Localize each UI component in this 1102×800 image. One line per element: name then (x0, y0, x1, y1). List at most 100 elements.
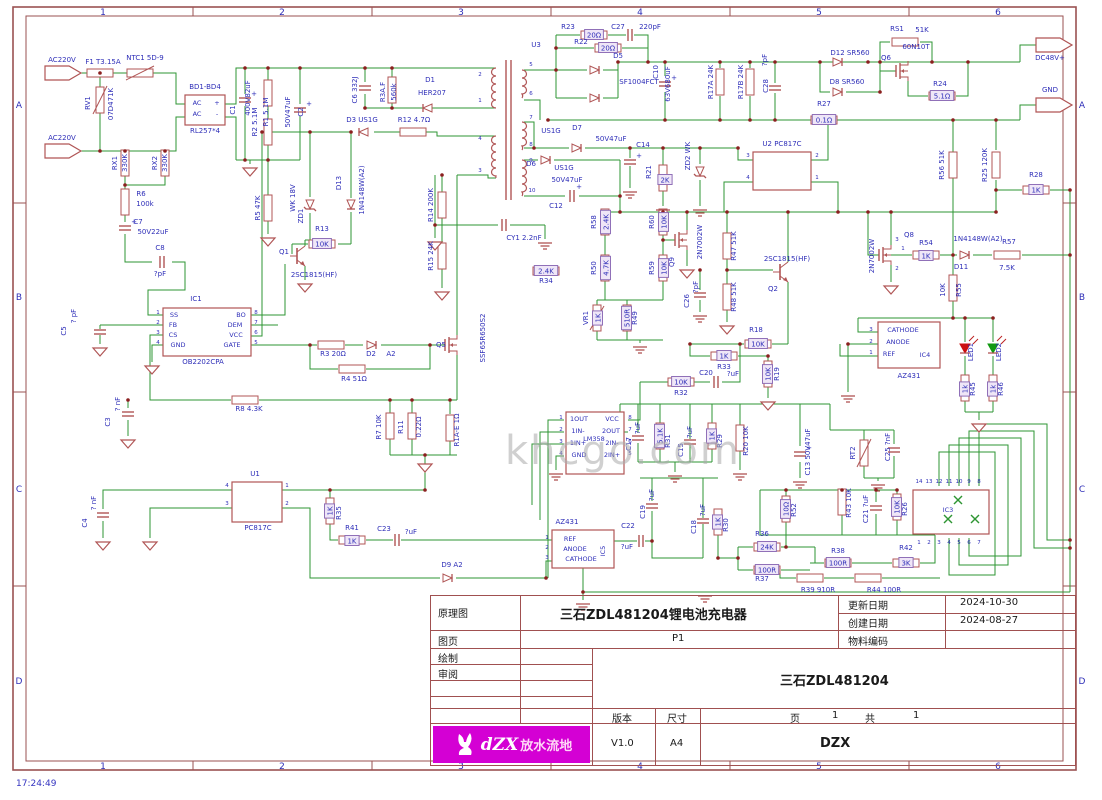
diode (832, 57, 844, 67)
value-box: 1K (324, 503, 335, 519)
diode (305, 199, 315, 211)
diode (832, 87, 844, 97)
schematic-label: BD1-BD4 (189, 83, 221, 91)
schematic-label: D9 A2 (441, 561, 462, 569)
sheet-value: 1 (832, 710, 839, 721)
schematic-label: ?pF (761, 54, 769, 66)
svg-text:10K: 10K (894, 500, 902, 514)
cap-plus: + (671, 74, 677, 82)
junction-dot (423, 488, 427, 492)
schematic-label: 2 (156, 320, 160, 326)
diode (421, 103, 433, 113)
resistor (891, 37, 919, 47)
schematic-label: 1N4148W(A2) (953, 235, 1002, 243)
svg-text:3K: 3K (901, 560, 910, 568)
ground-icon (91, 347, 109, 357)
frame-col-label: 1 (100, 762, 106, 772)
port-connector (44, 65, 83, 81)
schematic-label: 07D471K (107, 87, 115, 120)
schematic-label: 2N7002W (868, 239, 876, 274)
schematic-label: VCC (229, 331, 243, 339)
value-box: 10K (891, 497, 902, 517)
junction-dot (866, 210, 870, 214)
wire (995, 180, 1022, 191)
ground-icon (426, 241, 444, 251)
frame-col-label: 3 (458, 762, 464, 772)
ground-icon (259, 237, 277, 247)
junction-dot (963, 316, 967, 320)
mosfet-arrow (901, 69, 904, 73)
schematic-label: ?uF (405, 528, 417, 536)
schematic-label: 2N7002W (696, 225, 704, 260)
schematic-label: ?uF (621, 543, 633, 551)
value-box: 1k (959, 381, 970, 397)
schematic-label: C20 (699, 369, 713, 377)
ic-box (752, 151, 812, 191)
junction-dot (628, 146, 632, 150)
svg-text:10K: 10K (661, 215, 669, 229)
junction-dot (243, 158, 247, 162)
ic-box (162, 307, 252, 357)
schematic-label: D5 (613, 52, 623, 60)
svg-text:1K: 1K (347, 538, 356, 546)
schematic-label: R57 (1002, 238, 1016, 246)
junction-dot (448, 398, 452, 402)
schematic-label: BO (236, 311, 245, 319)
schematic-label: ?uF (699, 504, 707, 516)
cap-plus: + (131, 218, 137, 226)
schematic-label: LED1 (967, 343, 975, 361)
resistor (948, 151, 958, 179)
schematic-label: 50V22uF (137, 228, 168, 236)
diode (442, 573, 454, 583)
schematic-label: 6 (254, 330, 258, 336)
schematic-label: R23 (561, 23, 575, 31)
wire (296, 245, 306, 253)
junction-dot (718, 60, 722, 64)
junction-dot (1068, 188, 1072, 192)
frame-row-label: C (16, 485, 22, 495)
schematic-label: GND (572, 451, 587, 459)
junction-dot (784, 488, 788, 492)
wire (1000, 338, 1007, 345)
led2-icon (987, 343, 999, 355)
schematic-label: R1 5.1M (262, 98, 270, 127)
schematic-label: R46 (997, 382, 1005, 396)
bjt-arrow (300, 261, 305, 266)
schematic-label: R17B 24K (737, 64, 745, 99)
schematic-label: RS1 (890, 25, 904, 33)
schematic-label: 9 (967, 479, 971, 485)
schematic-label: C1 (229, 105, 237, 114)
schematic-label: C13 50V47uF (804, 428, 812, 475)
junction-dot (388, 398, 392, 402)
ground-icon (678, 269, 696, 279)
junction-dot (866, 60, 870, 64)
schematic-label: 2SC1815(HF) (291, 271, 338, 279)
junction-dot (846, 342, 850, 346)
junction-dot (951, 118, 955, 122)
frame-col-label: 5 (816, 762, 822, 772)
schematic-label: ? nF (90, 496, 98, 510)
schematic-label: R33 (717, 363, 731, 371)
schematic-label: 1 (869, 350, 873, 356)
schematic-label: REF (883, 350, 896, 358)
ground-icon (433, 291, 451, 301)
schematic-label: R44 100R (867, 586, 901, 594)
schematic-label: SF1004FCT (619, 78, 659, 86)
schematic-label: C14 (636, 141, 650, 149)
timestamp: 17:24:49 (16, 779, 57, 789)
schematic-label: 3 (559, 439, 563, 445)
resistor (399, 127, 427, 137)
wire (738, 355, 769, 361)
junction-dot (951, 253, 955, 257)
schematic-label: C18 (690, 520, 698, 534)
schematic-label: 2 (478, 72, 482, 78)
schematic-label: R25 120K (981, 148, 989, 182)
svg-text:1K: 1K (595, 313, 603, 322)
junction-dot (363, 66, 367, 70)
schematic-label: Q8 (904, 231, 914, 239)
schematic-label: R14 200K (427, 188, 435, 222)
schematic-label: 3 (225, 501, 229, 507)
junction-dot (786, 210, 790, 214)
wire (81, 116, 185, 152)
junction-dot (716, 556, 720, 560)
